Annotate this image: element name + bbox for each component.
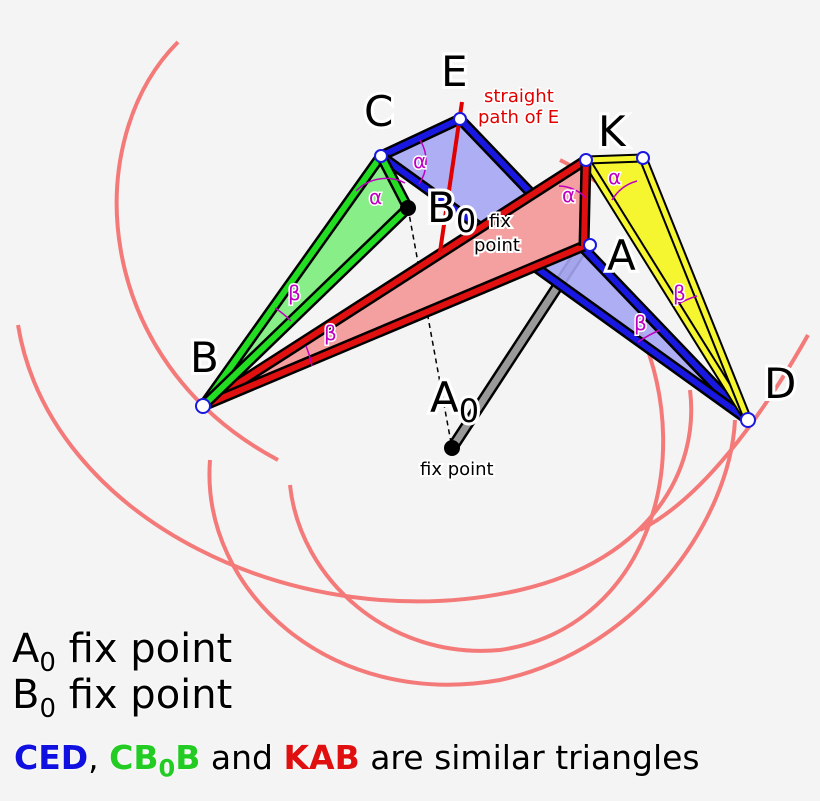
angle-beta-b-green: β [288,281,301,305]
fixed-point-a0 [444,440,460,456]
joints [195,112,756,456]
b0-a0-dashed-line [407,207,453,449]
similar-triangles-note: CED, CB0B and KAB are similar triangles [14,738,700,783]
angle-alpha-k-red: α [562,183,575,207]
joint-e [453,112,467,126]
locus-arc-4 [288,329,666,653]
legend-a0: A0 fix point [12,626,233,678]
label-e: E [441,47,468,96]
angle-beta-d-yellow: β [673,281,686,305]
joint-c [374,149,388,163]
note-ced: CED [14,738,89,777]
joint-k2 [636,151,650,165]
angle-alpha-c-lower: α [369,185,382,209]
angle-arcs [274,139,698,367]
joint-d [740,412,756,428]
label-b0: B0 [427,183,476,240]
joint-b [195,398,211,414]
label-c: C [364,87,393,136]
annotation-b0-fix: fix [489,211,511,232]
annotation-straight: straight [484,86,554,107]
joint-k [579,153,593,167]
angle-alpha-k-yellow: α [608,165,621,189]
label-a0: A0 [430,373,479,430]
note-cb0b: CB0B [109,738,201,783]
angle-alpha-c-upper: α [413,149,426,173]
annotation-path-of-e: path of E [478,107,559,128]
fixed-point-b0 [400,200,416,216]
annotation-a0-fix-point: fix point [420,459,494,480]
locus-arc-2 [16,324,694,604]
locus-arc-5 [639,334,810,532]
label-k: K [598,107,627,156]
label-b: B [190,333,219,382]
label-a: A [607,231,636,280]
legend-b0: B0 fix point [12,672,233,724]
angle-beta-d-blue: β [634,311,647,335]
annotation-b0-point: point [474,235,520,256]
triangle-ced [381,119,748,420]
straight-path-of-e [438,101,464,253]
note-kab: KAB [283,738,360,777]
angle-beta-b-red: β [324,321,337,345]
joint-a [583,238,597,252]
locus-arc-1 [114,40,279,462]
locus-arc-3 [207,419,737,687]
label-d: D [764,359,796,408]
